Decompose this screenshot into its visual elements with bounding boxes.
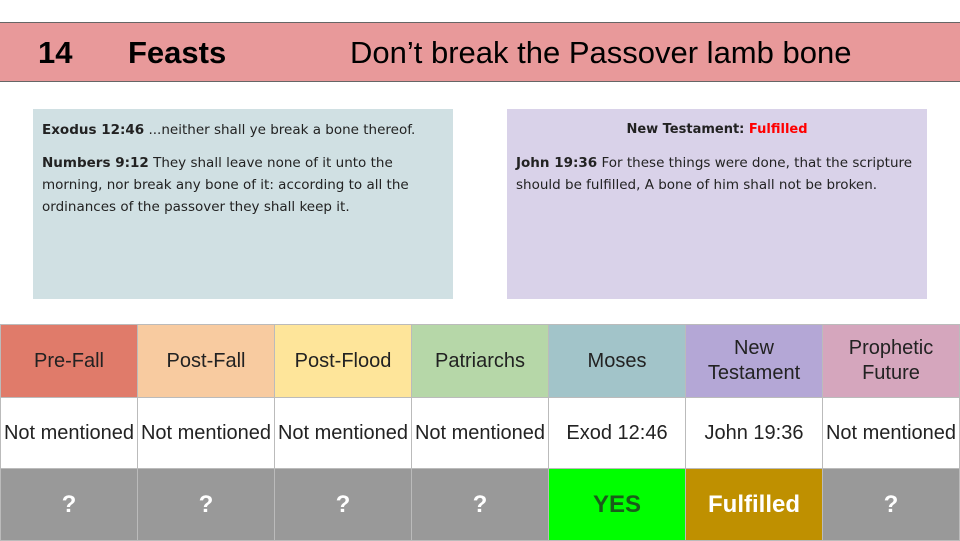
result-cell: ?	[822, 468, 960, 541]
reference-cell: Not mentioned	[822, 397, 960, 469]
section-title: Feasts	[128, 35, 227, 70]
reference-cell: Not mentioned	[274, 397, 412, 469]
result-cell: YES	[548, 468, 686, 541]
era-header: Moses	[548, 324, 686, 398]
result-cell: Fulfilled	[685, 468, 823, 541]
result-cell: ?	[411, 468, 549, 541]
verse-ref: Numbers 9:12	[42, 155, 149, 171]
result-cell: ?	[0, 468, 138, 541]
verse-text: They shall leave none of it unto the mor…	[42, 155, 409, 215]
nt-status: Fulfilled	[748, 122, 808, 137]
verse: John 19:36 For these things were done, t…	[516, 152, 918, 196]
verse-text: For these things were done, that the scr…	[516, 155, 913, 193]
era-header: New Testament	[685, 324, 823, 398]
slide-title: Don’t break the Passover lamb bone	[350, 35, 852, 70]
old-testament-box: Exodus 12:46 ...neither shall ye break a…	[33, 109, 453, 299]
era-header: Post-Fall	[137, 324, 275, 398]
nt-label: New Testament:	[626, 122, 749, 137]
reference-cell: Not mentioned	[0, 397, 138, 469]
verse: Exodus 12:46 ...neither shall ye break a…	[42, 119, 444, 141]
slide-number: 14	[38, 35, 73, 70]
title-bar: 14 Feasts Don’t break the Passover lamb …	[0, 22, 960, 82]
era-header: Prophetic Future	[822, 324, 960, 398]
era-header: Pre-Fall	[0, 324, 138, 398]
reference-cell: Exod 12:46	[548, 397, 686, 469]
nt-heading: New Testament: Fulfilled	[516, 119, 918, 141]
verse-ref: Exodus 12:46	[42, 122, 145, 138]
new-testament-box: New Testament: Fulfilled John 19:36 For …	[507, 109, 927, 299]
reference-cell: Not mentioned	[411, 397, 549, 469]
era-header: Post-Flood	[274, 324, 412, 398]
result-cell: ?	[137, 468, 275, 541]
reference-cell: Not mentioned	[137, 397, 275, 469]
verse-text: ...neither shall ye break a bone thereof…	[144, 122, 416, 138]
verse: Numbers 9:12 They shall leave none of it…	[42, 152, 444, 218]
result-cell: ?	[274, 468, 412, 541]
era-header: Patriarchs	[411, 324, 549, 398]
reference-cell: John 19:36	[685, 397, 823, 469]
verse-ref: John 19:36	[516, 155, 598, 171]
